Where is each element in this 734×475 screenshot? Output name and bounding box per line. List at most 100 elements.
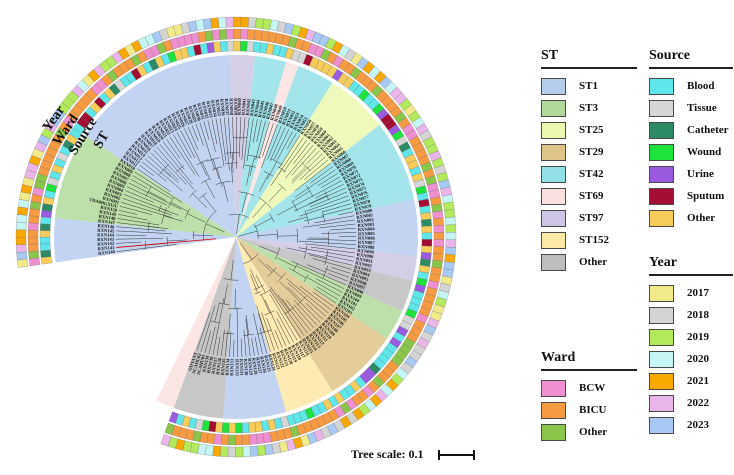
legend-swatch (649, 394, 674, 412)
year-ring-cell (225, 16, 234, 28)
legend-ward-item: BICU (541, 399, 637, 421)
branch-stem (257, 234, 278, 236)
branch-stem (179, 168, 193, 185)
source-ring-cell (215, 421, 223, 433)
ward-ring-cell (433, 225, 445, 233)
source-ring-cell (39, 243, 51, 251)
year-ring-cell (255, 17, 265, 29)
leaf-label: RXN150 (100, 205, 118, 214)
branch-tip (122, 198, 172, 216)
branch-tip (125, 190, 154, 203)
legend-swatch (649, 165, 674, 183)
branch-tip (294, 162, 331, 192)
branch-stem (187, 213, 206, 223)
tree-scale: Tree scale: 0.1 (351, 447, 475, 462)
branch-tip (324, 255, 354, 262)
branch-tip (184, 128, 208, 177)
branch-tip (128, 182, 181, 210)
branch-arc (215, 180, 231, 185)
ward-ring-cell (28, 215, 40, 224)
legend-swatch (649, 99, 674, 117)
legend-swatch (541, 209, 566, 227)
legend-swatch (541, 423, 566, 441)
leaf-label: RXN090 (356, 252, 374, 260)
branch-tip (329, 227, 356, 231)
branch-arc (259, 289, 272, 296)
branch-tip (276, 318, 291, 345)
branch-tip (325, 268, 350, 278)
branch-tip (116, 244, 177, 252)
leaf-label: RXN096 (350, 276, 368, 287)
branch-tip (203, 121, 210, 140)
year-ring-cell (17, 206, 29, 216)
branch-tip (236, 307, 239, 357)
leaf-label: RXN037 (224, 98, 230, 116)
year-ring-cell (242, 446, 251, 458)
leaf-label: RXN004 (106, 182, 124, 193)
legend-st-item: ST152 (541, 229, 637, 251)
branch-stem (287, 216, 308, 223)
branch-tip (216, 336, 221, 356)
branch-tip (245, 318, 251, 357)
branch-stem (148, 226, 169, 230)
legend-source-title: Source (649, 48, 690, 63)
branch-stem (205, 180, 216, 199)
leaf-label: RXN032 (201, 101, 210, 119)
branch-tip (139, 165, 154, 176)
branch-tip (331, 267, 351, 274)
source-ring-cell (421, 219, 432, 227)
branch-tip (142, 161, 167, 182)
ward-ring-cell (28, 243, 39, 252)
leaf-label: RXN051 (281, 107, 292, 125)
branch-tip (286, 299, 312, 331)
branch-tip (291, 153, 323, 184)
branch-arc (324, 191, 330, 201)
year-ring-cell (248, 17, 257, 29)
branch-arc (258, 197, 272, 209)
branch-stem (223, 284, 228, 305)
ward-ring-cell (204, 30, 214, 42)
source-ring-cell (235, 422, 243, 434)
legend-label: ST97 (579, 212, 604, 224)
branch-tip (137, 168, 171, 192)
branch-arc (224, 162, 238, 164)
branch-tip (121, 202, 172, 218)
legend-label: 2023 (687, 419, 709, 431)
branch-tip (159, 144, 184, 174)
branch-tip (291, 260, 347, 286)
source-ring-cell (40, 216, 52, 225)
year-ring-cell (15, 229, 27, 238)
legend-swatch (649, 416, 674, 434)
legend-source-item: Wound (649, 141, 733, 163)
legend-swatch (541, 231, 566, 249)
ward-ring-cell (28, 250, 40, 259)
legend-source-divider (649, 67, 733, 69)
legend-year-item: 2021 (649, 370, 733, 392)
branch-tip (132, 175, 172, 199)
branch-tip (116, 226, 166, 232)
branch-tip (228, 117, 232, 159)
legend-label: ST25 (579, 124, 604, 136)
branch-tip (286, 133, 297, 149)
leaf-label: RXN094 (353, 268, 371, 278)
source-ring-cell (168, 411, 179, 424)
branch-arc (277, 166, 287, 173)
leaf-label: RXN087 (358, 240, 376, 246)
branch-arc (324, 250, 329, 265)
branch-tip (219, 118, 227, 162)
ward-ring-cell (433, 232, 445, 240)
leaf-label: RXN042 (245, 98, 252, 116)
leaf-label: SCAHU02 (191, 352, 202, 374)
legend-label: Sputum (687, 190, 725, 202)
branch-stem (252, 202, 266, 218)
branch-arc (206, 157, 220, 162)
leaf-label: RXN003 (105, 187, 123, 198)
source-ring-cell (213, 41, 222, 53)
legend-st-item: ST1 (541, 75, 637, 97)
leaf-label: RXN047 (265, 102, 274, 120)
branch-tip (299, 199, 351, 217)
branch-stem (202, 195, 216, 212)
branch-stem (308, 195, 327, 205)
source-ring-cell (220, 41, 228, 52)
